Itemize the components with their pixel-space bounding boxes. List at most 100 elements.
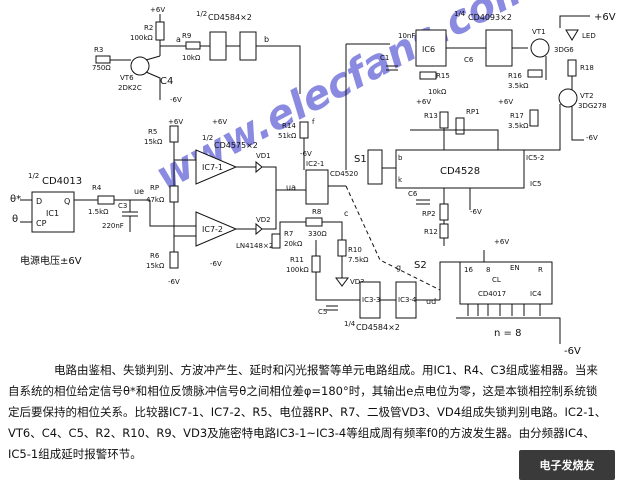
r16-label: R16 <box>508 72 522 80</box>
rp-value: 47kΩ <box>146 196 165 204</box>
r9-resistor <box>185 41 201 50</box>
ic7-2-label: IC7-2 <box>202 225 223 234</box>
rp2-potentiometer <box>439 203 449 221</box>
ic7-1-opamp <box>195 149 238 185</box>
cd4093-frac: 1/4 <box>454 10 466 18</box>
ic4-pin-r: R <box>538 266 543 274</box>
ic2-1-gate <box>305 169 329 205</box>
ic7-2-opamp <box>195 211 238 247</box>
vt2-transistor <box>558 88 578 108</box>
ic5-2-label: IC5-2 <box>526 154 544 162</box>
cd4017-label: CD4017 <box>478 290 506 298</box>
r17-label: R17 <box>510 112 524 120</box>
r7-value: 20kΩ <box>284 240 303 248</box>
ic1-phase-detector: 1/2 CD4013 D CP Q IC1 θ* θ R4 1.5kΩ C3 2… <box>10 172 150 267</box>
s1-switch <box>367 149 383 185</box>
ic1-d-pin: D <box>36 197 42 206</box>
r5-resistor <box>169 125 179 143</box>
ic3-2-gate <box>239 31 257 61</box>
r5-label: R5 <box>148 128 157 136</box>
cd4017-ic <box>459 261 553 305</box>
r10-label: R10 <box>348 246 362 254</box>
vt6-label: VT6 <box>120 74 134 82</box>
r3-resistor <box>95 55 111 64</box>
ic7-vplus: +6V <box>212 118 227 126</box>
ic4-vminus: -6V <box>564 346 581 357</box>
c5-label: C5 <box>318 308 327 316</box>
cd4584-b-label: CD4584×2 <box>356 323 400 332</box>
vt6-transistor <box>130 56 150 76</box>
d3dg-label: 3DG6 <box>554 46 574 54</box>
ln4148-label: LN4148×2 <box>236 242 273 250</box>
ic1-part-label: CD4013 <box>42 176 82 187</box>
ic4-pin8: 8 <box>486 266 490 274</box>
r7-label: R7 <box>284 230 293 238</box>
vd1-diode <box>255 160 263 174</box>
r11-resistor <box>311 255 321 273</box>
ic5-label: IC5 <box>530 180 541 188</box>
r6-value: 15kΩ <box>146 262 165 270</box>
ic6-label: IC6 <box>422 45 435 54</box>
ue-node-label: ue <box>134 187 144 196</box>
comp-vminus: -6V <box>168 278 180 286</box>
r14-resistor <box>299 121 309 139</box>
ic4-label: IC4 <box>530 290 542 298</box>
r3-value: 750Ω <box>92 64 111 72</box>
vd2-diode <box>255 222 263 236</box>
theta-label: θ <box>12 214 18 225</box>
comp-vplus: +6V <box>168 118 183 126</box>
r7-resistor <box>271 233 281 249</box>
r2-label: R2 <box>144 24 153 32</box>
r2-value: 100kΩ <box>130 34 153 42</box>
ic1-name: IC1 <box>46 209 59 218</box>
power-supply-label: 电源电压±6V <box>20 254 82 267</box>
vt6-type: 2DK2C <box>118 84 142 92</box>
rp2-label: RP2 <box>422 210 436 218</box>
cd4520-left-label: CD4520 <box>330 170 358 178</box>
circuit-description: 电路由鉴相、失锁判别、方波冲产生、延时和闪光报警等单元电路组成。用IC1、R4、… <box>8 363 607 461</box>
c1-value: 10nF <box>398 32 415 40</box>
ic4-vplus: +6V <box>494 238 509 246</box>
cd4584b-frac: 1/4 <box>344 320 356 328</box>
vt1-transistor <box>530 38 550 58</box>
r17-value: 3.5kΩ <box>508 122 529 130</box>
c3-label: C3 <box>118 202 127 210</box>
ic5-monostable: +6V +6V R13 RP1 CD4528 b k IC5-2 IC5 C6 … <box>382 98 561 246</box>
r3-label: R3 <box>94 46 103 54</box>
cd4528-ic <box>395 149 525 189</box>
s2-label: S2 <box>414 260 427 271</box>
r15-label: R15 <box>436 72 450 80</box>
r6-label: R6 <box>150 252 160 260</box>
r6-resistor <box>169 251 179 269</box>
c6-lower-label: C6 <box>408 190 418 198</box>
r4-label: R4 <box>92 184 102 192</box>
r10-resistor <box>337 239 347 257</box>
vt2-label: VT2 <box>580 92 594 100</box>
r15-value: 10kΩ <box>428 88 447 96</box>
comparator-block: +6V R5 15kΩ RP 47kΩ R6 15kΩ -6V IC7-1 IC… <box>144 118 303 286</box>
r14-label: R14 <box>282 122 296 130</box>
vt6-oscillator: +6V R2 100kΩ R3 750Ω VT6 2DK2C C4 -6V R9… <box>92 6 301 104</box>
r9-top-value: 10kΩ <box>182 54 201 62</box>
c3-value: 220nF <box>102 222 124 230</box>
vt1-label: VT1 <box>532 28 546 36</box>
ic4-divider: +6V 16 8 EN R CL CD4017 IC4 n = 8 -6V <box>439 238 581 357</box>
vt6-vplus: +6V <box>150 6 165 14</box>
ic4-cl: CL <box>492 276 501 284</box>
r15-resistor <box>419 71 437 80</box>
ic1-fraction: 1/2 <box>28 172 39 180</box>
ic2-1-label: IC2-1 <box>306 160 324 168</box>
ic1-box <box>31 191 75 233</box>
ua-node-label: ua <box>286 183 296 192</box>
r11-label: R11 <box>290 256 304 264</box>
vt2-vminus: -6V <box>586 134 598 142</box>
r4-resistor <box>97 195 115 205</box>
vt6-vminus: -6V <box>170 96 182 104</box>
r13-label: R13 <box>424 112 438 120</box>
led-diode <box>565 29 579 41</box>
switch-block: S1 S2 ud g <box>345 149 441 306</box>
led-vplus: +6V <box>594 12 616 23</box>
ic4-pin16: 16 <box>464 266 473 274</box>
corner-logo: 电子发烧友 <box>519 450 615 480</box>
ic3-3-label: IC3-3 <box>362 296 380 304</box>
